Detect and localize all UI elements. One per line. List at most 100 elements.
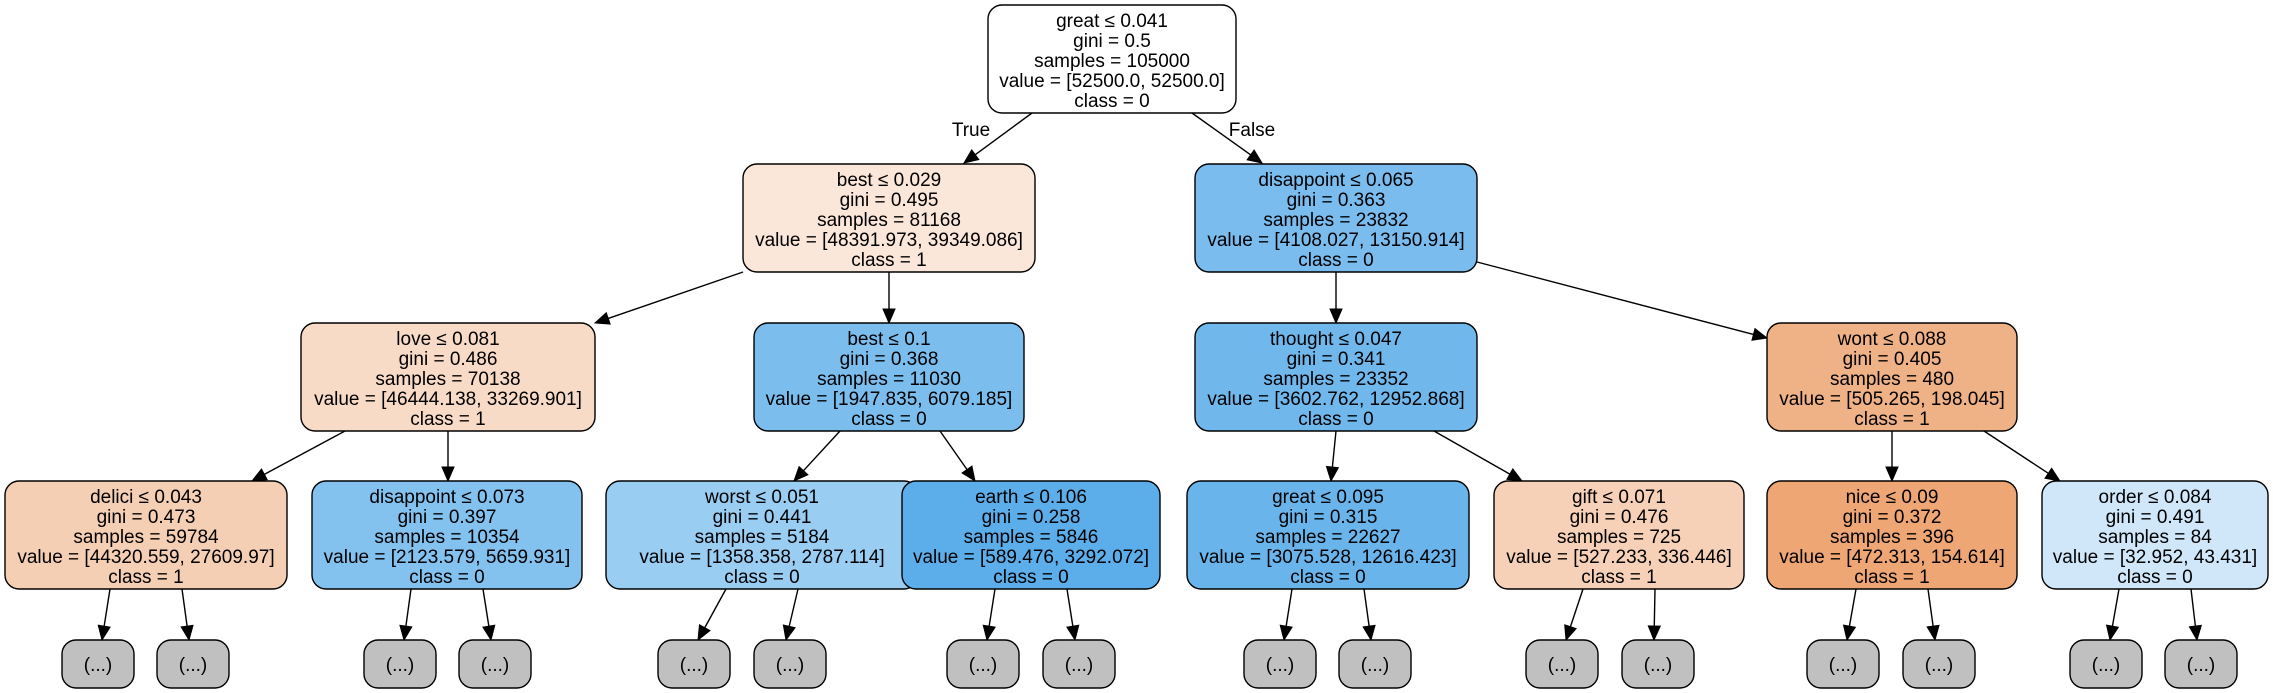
edge-n_order-to-leaf-14 [2105,588,2120,642]
edge-root-to-n_best1-arrowhead [962,148,980,164]
edge-root-to-n_dis1 [1191,112,1264,164]
tree-leaf-nodes: (...) (...) (...) (...) (...) (...) (...) (...)… [61,639,2238,689]
node-split-rule: worst ≤ 0.051 [704,487,819,508]
tree-leaf-truncated: (...) [946,639,1020,689]
edge-n_dis1-to-n_thought-arrowhead [1329,308,1343,325]
node-samples: samples = 23832 [1263,210,1408,231]
edge-n_great2-to-leaf-8-line [1285,588,1293,627]
node-split-rule: great ≤ 0.095 [1272,487,1384,508]
node-samples: samples = 11030 [817,369,961,390]
node-value: value = [1947.835, 6079.185] [766,389,1013,410]
edge-n_nice-to-leaf-12-arrowhead [1842,624,1857,642]
leaf-label: (...) [1829,655,1858,676]
leaf-label: (...) [481,655,510,676]
node-value: value = [589.476, 3292.072] [913,547,1149,568]
node-split-rule: gift ≤ 0.071 [1572,487,1666,508]
node-gini: gini = 0.441 [713,507,812,528]
tree-edges [97,112,2203,642]
edge-n_great2-to-leaf-9 [1362,588,1376,642]
node-samples: samples = 84 [2098,527,2212,548]
node-box [987,4,1237,114]
edge-n_thought-to-n_great2-arrowhead [1325,465,1340,483]
node-split-rule: earth ≤ 0.106 [975,487,1087,508]
node-value: value = [472.313, 154.614] [1779,547,2005,568]
leaf-label: (...) [1644,655,1673,676]
edge-n_best1-to-n_love-line [608,271,744,320]
node-split-rule: order ≤ 0.084 [2099,487,2212,508]
edge-n_great2-to-leaf-9-arrowhead [1362,624,1376,642]
node-gini: gini = 0.341 [1287,349,1386,370]
node-split-rule: love ≤ 0.081 [396,329,499,350]
node-gini: gini = 0.258 [982,507,1081,528]
edge-n_worst-to-leaf-4 [697,588,727,642]
edge-n_nice-to-leaf-12 [1842,588,1857,642]
leaf-label: (...) [1548,655,1577,676]
edge-n_love-to-n_dis2 [441,431,455,483]
node-value: value = [2123.579, 5659.931] [324,547,571,568]
edge-n_dis2-to-leaf-2-line [405,588,412,627]
edge-n_thought-to-n_gift-line [1433,430,1511,475]
node-gini: gini = 0.363 [1287,190,1386,211]
node-value: value = [3602.762, 12952.868] [1207,389,1464,410]
leaf-box [1525,639,1599,689]
edge-n_best2-to-n_worst [793,430,841,482]
tree-leaf-truncated: (...) [1243,639,1317,689]
edge-n_order-to-leaf-14-line [2111,588,2120,627]
node-value: value = [48391.973, 39349.086] [755,230,1023,251]
tree-leaf-truncated: (...) [2164,639,2238,689]
edge-n_delici-to-leaf-0-arrowhead [97,624,111,642]
edge-n_love-to-n_delici-arrowhead [250,468,268,482]
edge-root-to-n_dis1-arrowhead [1246,149,1264,164]
node-samples: samples = 725 [1557,527,1681,548]
node-box [1194,322,1478,432]
leaf-label: (...) [1266,655,1295,676]
edge-n_best1-to-n_love-arrowhead [593,311,611,325]
edge-n_earth-to-leaf-6 [982,588,996,642]
edge-n_wont-to-n_order-line [1983,430,2049,474]
node-value: value = [32.952, 43.431] [2053,547,2257,568]
edge-root-to-n_dis1-line [1191,112,1252,156]
node-gini: gini = 0.397 [398,507,497,528]
node-value: value = [44320.559, 27609.97] [17,547,274,568]
node-samples: samples = 81168 [817,210,961,231]
edge-n_best2-to-n_earth-line [939,430,968,470]
edge-n_great2-to-leaf-8 [1279,588,1293,642]
node-box [2041,480,2269,590]
leaf-box [2164,639,2238,689]
edge-n_order-to-leaf-14-arrowhead [2105,624,2120,642]
leaf-label: (...) [1361,655,1390,676]
node-box [1186,480,1470,590]
leaf-label: (...) [1925,655,1954,676]
edge-n_best1-to-n_best2-arrowhead [882,308,896,325]
node-box [742,163,1036,273]
tree-leaf-truncated: (...) [753,639,827,689]
node-class: class = 1 [1854,409,1930,430]
node-class: class = 1 [410,409,486,430]
node-gini: gini = 0.372 [1843,507,1942,528]
edge-n_dis2-to-leaf-2-arrowhead [399,624,413,642]
edge-n_thought-to-n_gift [1433,430,1524,482]
node-class: class = 1 [1581,567,1657,588]
node-samples: samples = 105000 [1034,51,1190,72]
edge-n_dis2-to-leaf-3-arrowhead [482,624,496,642]
edge-n_order-to-leaf-15-line [2190,588,2197,627]
edge-label-true: True [952,120,990,141]
node-box [753,322,1025,432]
node-gini: gini = 0.405 [1843,349,1942,370]
edge-n_dis1-to-n_thought [1329,272,1343,325]
node-gini: gini = 0.473 [97,507,196,528]
node-value: value = [46444.138, 33269.901] [314,389,582,410]
node-samples: samples = 480 [1830,369,1954,390]
leaf-box [946,639,1020,689]
tree-leaf-truncated: (...) [1042,639,1116,689]
tree-leaf-truncated: (...) [1806,639,1880,689]
edge-n_worst-to-leaf-5-arrowhead [782,624,796,642]
node-gini: gini = 0.315 [1279,507,1378,528]
node-gini: gini = 0.5 [1073,31,1151,52]
edge-n_delici-to-leaf-1-line [181,588,188,627]
edge-n_nice-to-leaf-13 [1926,588,1940,642]
